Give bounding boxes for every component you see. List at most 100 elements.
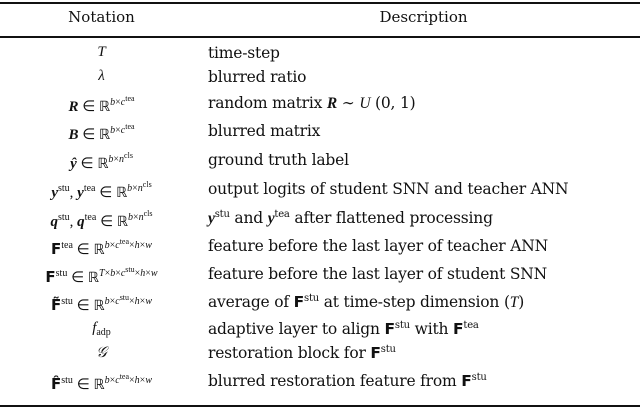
symbol: ℝ <box>93 377 105 393</box>
symbol: ∈ <box>100 214 114 230</box>
symbol: h <box>134 375 140 386</box>
symbol: c <box>120 97 126 108</box>
symbol: ∈ <box>71 270 85 286</box>
symbol: f <box>92 320 97 336</box>
symbol: b <box>108 154 114 165</box>
symbol: stu <box>55 268 68 279</box>
symbol: F <box>51 240 62 258</box>
text: average of <box>208 293 294 311</box>
table-row: R ∈ ℝb×ctea random matrix R ∼ U (0, 1) <box>0 94 640 118</box>
symbol: × <box>132 183 138 194</box>
symbol: × <box>109 375 116 386</box>
table-row: 𝒢 restoration block for Fstu <box>0 344 640 368</box>
text: ) <box>518 293 525 311</box>
description-cell: restoration block for Fstu <box>208 344 638 362</box>
symbol: × <box>139 375 146 386</box>
notation-cell: F̂stu ∈ ℝb×ctea×h×w <box>0 372 203 394</box>
symbol: F <box>384 320 396 338</box>
symbol: ℝ <box>99 99 111 115</box>
notation-cell: B ∈ ℝb×ctea <box>0 122 203 144</box>
symbol: stu <box>57 212 70 223</box>
notation-cell: T <box>0 44 203 61</box>
symbol: w <box>150 268 158 279</box>
notation-cell: 𝒢 <box>0 344 203 362</box>
symbol: stu <box>394 320 410 331</box>
notation-cell: ŷ ∈ ℝb×ncls <box>0 151 203 173</box>
symbol: b <box>110 97 116 108</box>
symbol: R <box>326 95 338 112</box>
symbol: ℝ <box>97 156 109 172</box>
description-cell: feature before the last layer of student… <box>208 265 547 283</box>
symbol: stu <box>61 296 73 307</box>
text: ∼ <box>337 94 360 112</box>
symbol: adp <box>96 327 111 338</box>
symbol: × <box>132 212 139 223</box>
symbol: × <box>134 268 141 279</box>
symbol: tea <box>84 212 97 223</box>
table-row: ŷ ∈ ℝb×ncls ground truth label <box>0 151 640 175</box>
symbol: h <box>134 296 140 307</box>
symbol: × <box>113 154 120 165</box>
symbol: T <box>99 268 105 279</box>
table-row: λ blurred ratio <box>0 68 640 92</box>
symbol: b <box>104 296 110 307</box>
symbol: F <box>45 268 56 286</box>
symbol: , <box>69 214 74 230</box>
description-cell: output logits of student SNN and teacher… <box>208 180 569 198</box>
symbol: stu <box>57 183 70 194</box>
symbol: tea <box>119 237 130 246</box>
top-rule <box>0 2 640 4</box>
symbol: c <box>115 240 120 251</box>
symbol: , <box>69 185 74 201</box>
description-cell: blurred matrix <box>208 122 321 140</box>
symbol: ∈ <box>76 298 90 314</box>
description-cell: feature before the last layer of teacher… <box>208 237 548 255</box>
symbol: × <box>129 296 135 307</box>
symbol: × <box>109 296 116 307</box>
symbol: b <box>104 240 110 251</box>
symbol: × <box>109 240 116 251</box>
notation-cell: Fstu ∈ ℝT×b×cstu×h×w <box>0 265 203 287</box>
symbol: n <box>138 212 144 223</box>
symbol: ℝ <box>99 127 111 143</box>
notation-cell: fadp <box>0 320 203 338</box>
symbol: stu <box>304 293 320 304</box>
symbol: R <box>68 99 79 115</box>
symbol: cls <box>142 180 152 189</box>
symbol: ℝ <box>93 242 105 258</box>
text: adaptive layer to align <box>208 320 385 338</box>
symbol: n <box>137 183 143 194</box>
table-row: qstu, qtea ∈ ℝb×ncls ystu and ytea after… <box>0 209 640 233</box>
symbol: c <box>115 375 120 386</box>
symbol: h <box>134 240 140 251</box>
notation-cell: λ <box>0 68 203 85</box>
symbol: stu <box>380 344 396 355</box>
symbol: ŷ <box>70 156 77 172</box>
header-notation: Notation <box>68 8 135 26</box>
symbol: × <box>139 296 146 307</box>
text: with <box>409 320 453 338</box>
symbol: c <box>115 296 120 307</box>
table-row: F̃stu ∈ ℝb×cstu×h×w average of Fstu at t… <box>0 293 640 317</box>
symbol: B <box>68 127 79 143</box>
table-row: fadp adaptive layer to align Fstu with F… <box>0 320 640 344</box>
notation-cell: Ftea ∈ ℝb×ctea×h×w <box>0 237 203 259</box>
symbol: c <box>120 125 126 136</box>
text: and <box>229 209 268 227</box>
text: after flattened processing <box>289 209 493 227</box>
symbol: λ <box>98 68 105 84</box>
symbol: tea <box>125 94 135 103</box>
symbol: tea <box>274 209 290 220</box>
description-cell: adaptive layer to align Fstu with Ftea <box>208 320 638 338</box>
symbol: tea <box>83 183 96 194</box>
notation-cell: qstu, qtea ∈ ℝb×ncls <box>0 209 203 231</box>
symbol: F̂ <box>51 375 62 393</box>
symbol: U <box>359 95 371 112</box>
symbol: × <box>115 125 121 136</box>
symbol: w <box>145 240 152 251</box>
symbol: ℝ <box>116 214 128 230</box>
table-row: ystu, ytea ∈ ℝb×ncls output logits of st… <box>0 180 640 204</box>
symbol: stu <box>471 372 487 383</box>
symbol: ∈ <box>76 377 90 393</box>
symbol: F̃ <box>51 296 62 314</box>
